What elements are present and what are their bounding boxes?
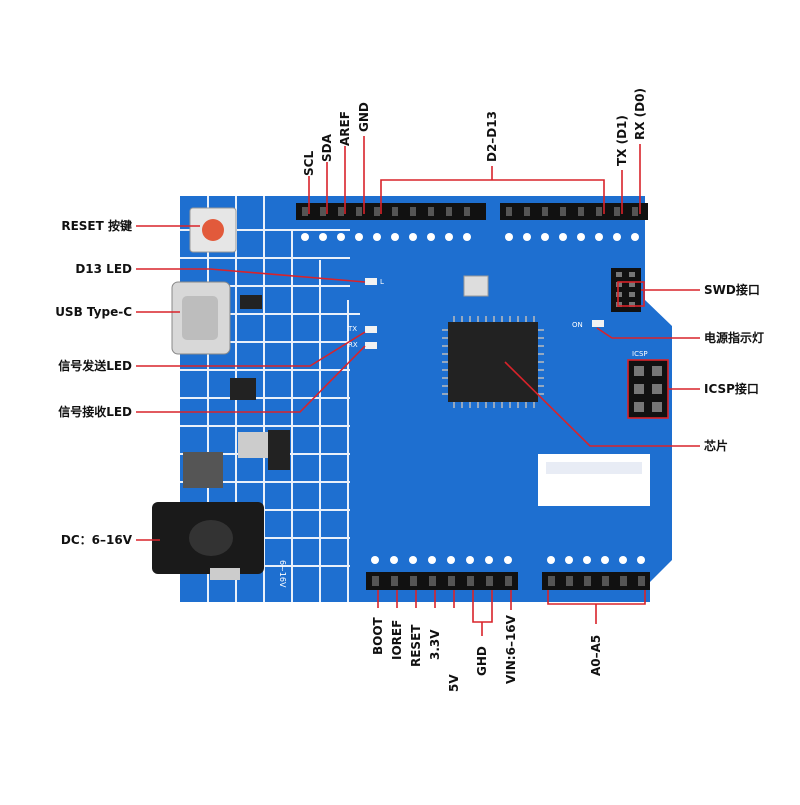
chip-pins — [442, 316, 544, 408]
label-a0-a5: A0–A5 — [589, 634, 603, 676]
label-d13-led: D13 LED — [75, 262, 132, 276]
label-sda: SDA — [320, 134, 334, 162]
label-5v: 5V — [447, 674, 461, 692]
main-chip — [448, 322, 538, 402]
top-header-right — [500, 203, 648, 220]
bottom-header-power — [366, 572, 518, 590]
silk-tx: TX — [347, 325, 357, 333]
label-3v3: 3.3V — [428, 629, 442, 660]
label-gnd-top: GND — [357, 102, 371, 132]
label-reset-button: RESET 按键 — [61, 219, 132, 233]
power-led — [592, 320, 604, 327]
label-chip: 芯片 — [704, 439, 729, 453]
label-scl: SCL — [302, 150, 316, 176]
label-power-led: 电源指示灯 — [704, 331, 765, 345]
label-rx-d0: RX (D0) — [633, 88, 647, 140]
label-gnd-bottom: GHD — [475, 646, 489, 676]
silk-icsp: ICSP — [632, 350, 648, 358]
top-pad-row — [301, 233, 639, 241]
label-dc-jack: DC：6–16V — [60, 533, 132, 547]
label-aref: AREF — [338, 111, 352, 146]
label-swd: SWD接口 — [704, 283, 760, 297]
silk-side-power: 6~16V — [278, 560, 287, 588]
leader-lines — [136, 136, 700, 636]
silk-l: L — [380, 278, 384, 286]
rx-led — [365, 342, 377, 349]
top-header-pins — [302, 207, 638, 216]
label-vin: VIN:6–16V — [504, 615, 518, 684]
label-tx-d1: TX (D1) — [615, 115, 629, 166]
reset-button-cap — [202, 219, 224, 241]
white-label-area — [538, 454, 650, 506]
label-d2-d13: D2–D13 — [485, 111, 499, 162]
bottom-pad-row — [371, 556, 645, 564]
label-reset-pin: RESET — [409, 624, 423, 667]
label-usb-type-c: USB Type-C — [55, 305, 132, 319]
silk-rx: RX — [348, 341, 358, 349]
bottom-header-analog — [542, 572, 650, 590]
label-icsp: ICSP接口 — [704, 382, 759, 396]
label-tx-led: 信号发送LED — [58, 359, 132, 373]
silk-on: ON — [572, 321, 583, 329]
label-boot: BOOT — [371, 617, 385, 655]
label-rx-led: 信号接收LED — [58, 405, 132, 419]
tx-led — [365, 326, 377, 333]
d13-led — [365, 278, 377, 285]
label-ioref: IOREF — [390, 619, 404, 660]
